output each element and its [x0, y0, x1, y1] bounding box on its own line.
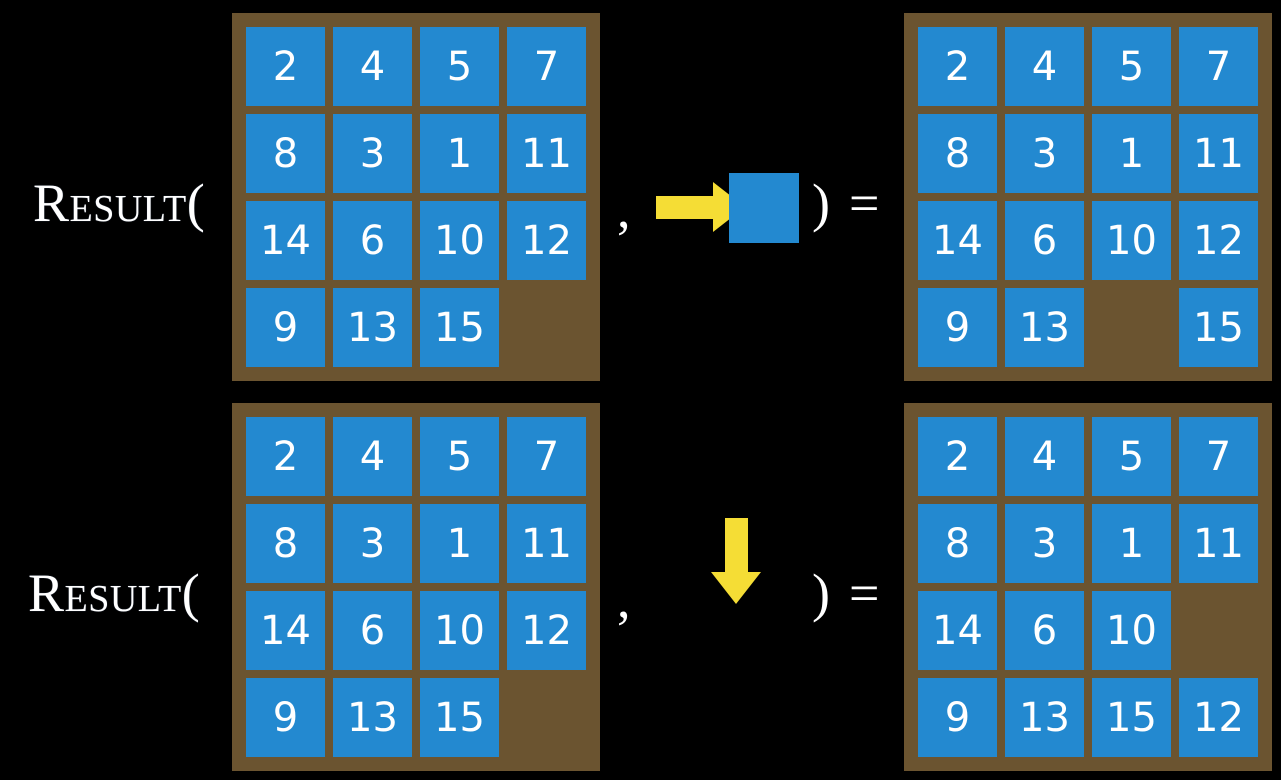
- puzzle-cell[interactable]: 8: [918, 504, 997, 583]
- comma-row-1: ,: [617, 179, 631, 239]
- puzzle-cell[interactable]: 7: [507, 27, 586, 106]
- puzzle-cell-blank: [1179, 591, 1258, 670]
- comma-row-2: ,: [617, 569, 631, 629]
- puzzle-cell[interactable]: 15: [420, 678, 499, 757]
- puzzle-cell[interactable]: 1: [1092, 114, 1171, 193]
- puzzle-cell[interactable]: 6: [1005, 201, 1084, 280]
- puzzle-cell[interactable]: 9: [918, 288, 997, 367]
- puzzle-cell[interactable]: 7: [1179, 27, 1258, 106]
- puzzle-cell[interactable]: 15: [1179, 288, 1258, 367]
- puzzle-cell[interactable]: 6: [333, 591, 412, 670]
- puzzle-cell[interactable]: 5: [420, 27, 499, 106]
- puzzle-cell[interactable]: 1: [420, 504, 499, 583]
- puzzle-cell[interactable]: 2: [918, 27, 997, 106]
- puzzle-cell[interactable]: 2: [918, 417, 997, 496]
- operator-tile-row-1[interactable]: [729, 173, 799, 243]
- puzzle-cell[interactable]: 14: [246, 591, 325, 670]
- puzzle-cell[interactable]: 4: [333, 27, 412, 106]
- puzzle-cell[interactable]: 10: [420, 591, 499, 670]
- puzzle-cell[interactable]: 10: [1092, 591, 1171, 670]
- result-label-row-2: Result(: [28, 563, 201, 623]
- puzzle-cell[interactable]: 1: [420, 114, 499, 193]
- puzzle-cell[interactable]: 12: [507, 201, 586, 280]
- puzzle-cell[interactable]: 15: [420, 288, 499, 367]
- puzzle-cell[interactable]: 10: [1092, 201, 1171, 280]
- puzzle-cell[interactable]: 13: [333, 288, 412, 367]
- puzzle-cell[interactable]: 4: [1005, 27, 1084, 106]
- puzzle-cell[interactable]: 11: [507, 114, 586, 193]
- puzzle-cell[interactable]: 13: [1005, 678, 1084, 757]
- puzzle-cell[interactable]: 14: [918, 591, 997, 670]
- puzzle-cell[interactable]: 6: [1005, 591, 1084, 670]
- puzzle-cell[interactable]: 12: [507, 591, 586, 670]
- puzzle-cell[interactable]: 15: [1092, 678, 1171, 757]
- puzzle-cell[interactable]: 3: [333, 114, 412, 193]
- arrow-down-icon-head-row-2: [711, 572, 761, 604]
- puzzle-cell[interactable]: 11: [1179, 504, 1258, 583]
- puzzle-cell[interactable]: 7: [1179, 417, 1258, 496]
- puzzle-cell[interactable]: 2: [246, 417, 325, 496]
- close-paren-row-1: ): [812, 173, 830, 233]
- puzzle-cell-blank: [1092, 288, 1171, 367]
- puzzle-cell[interactable]: 11: [1179, 114, 1258, 193]
- puzzle-cell[interactable]: 3: [1005, 114, 1084, 193]
- puzzle-cell[interactable]: 2: [246, 27, 325, 106]
- puzzle-cell[interactable]: 12: [1179, 678, 1258, 757]
- puzzle-cell[interactable]: 8: [246, 114, 325, 193]
- puzzle-cell[interactable]: 5: [420, 417, 499, 496]
- close-paren-row-2: ): [812, 563, 830, 623]
- puzzle-cell[interactable]: 13: [333, 678, 412, 757]
- puzzle-cell[interactable]: 12: [1179, 201, 1258, 280]
- puzzle-cell[interactable]: 8: [246, 504, 325, 583]
- puzzle-cell[interactable]: 13: [1005, 288, 1084, 367]
- puzzle-cell[interactable]: 4: [333, 417, 412, 496]
- equals-sign-row-1: =: [849, 173, 880, 233]
- puzzle-cell[interactable]: 3: [333, 504, 412, 583]
- puzzle-cell[interactable]: 10: [420, 201, 499, 280]
- puzzle-cell[interactable]: 9: [246, 288, 325, 367]
- puzzle-cell[interactable]: 5: [1092, 27, 1171, 106]
- puzzle-cell[interactable]: 9: [918, 678, 997, 757]
- puzzle-cell[interactable]: 9: [246, 678, 325, 757]
- puzzle-cell[interactable]: 14: [918, 201, 997, 280]
- puzzle-cell[interactable]: 3: [1005, 504, 1084, 583]
- puzzle-cell-blank: [507, 678, 586, 757]
- puzzle-cell[interactable]: 5: [1092, 417, 1171, 496]
- puzzle-cell[interactable]: 4: [1005, 417, 1084, 496]
- puzzle-cell-blank: [507, 288, 586, 367]
- puzzle-cell[interactable]: 6: [333, 201, 412, 280]
- puzzle-cell[interactable]: 1: [1092, 504, 1171, 583]
- puzzle-cell[interactable]: 14: [246, 201, 325, 280]
- puzzle-cell[interactable]: 11: [507, 504, 586, 583]
- result-label-row-1: Result(: [33, 173, 206, 233]
- puzzle-cell[interactable]: 8: [918, 114, 997, 193]
- equals-sign-row-2: =: [849, 563, 880, 623]
- arrow-down-icon-shaft-row-2: [725, 518, 748, 582]
- puzzle-cell[interactable]: 7: [507, 417, 586, 496]
